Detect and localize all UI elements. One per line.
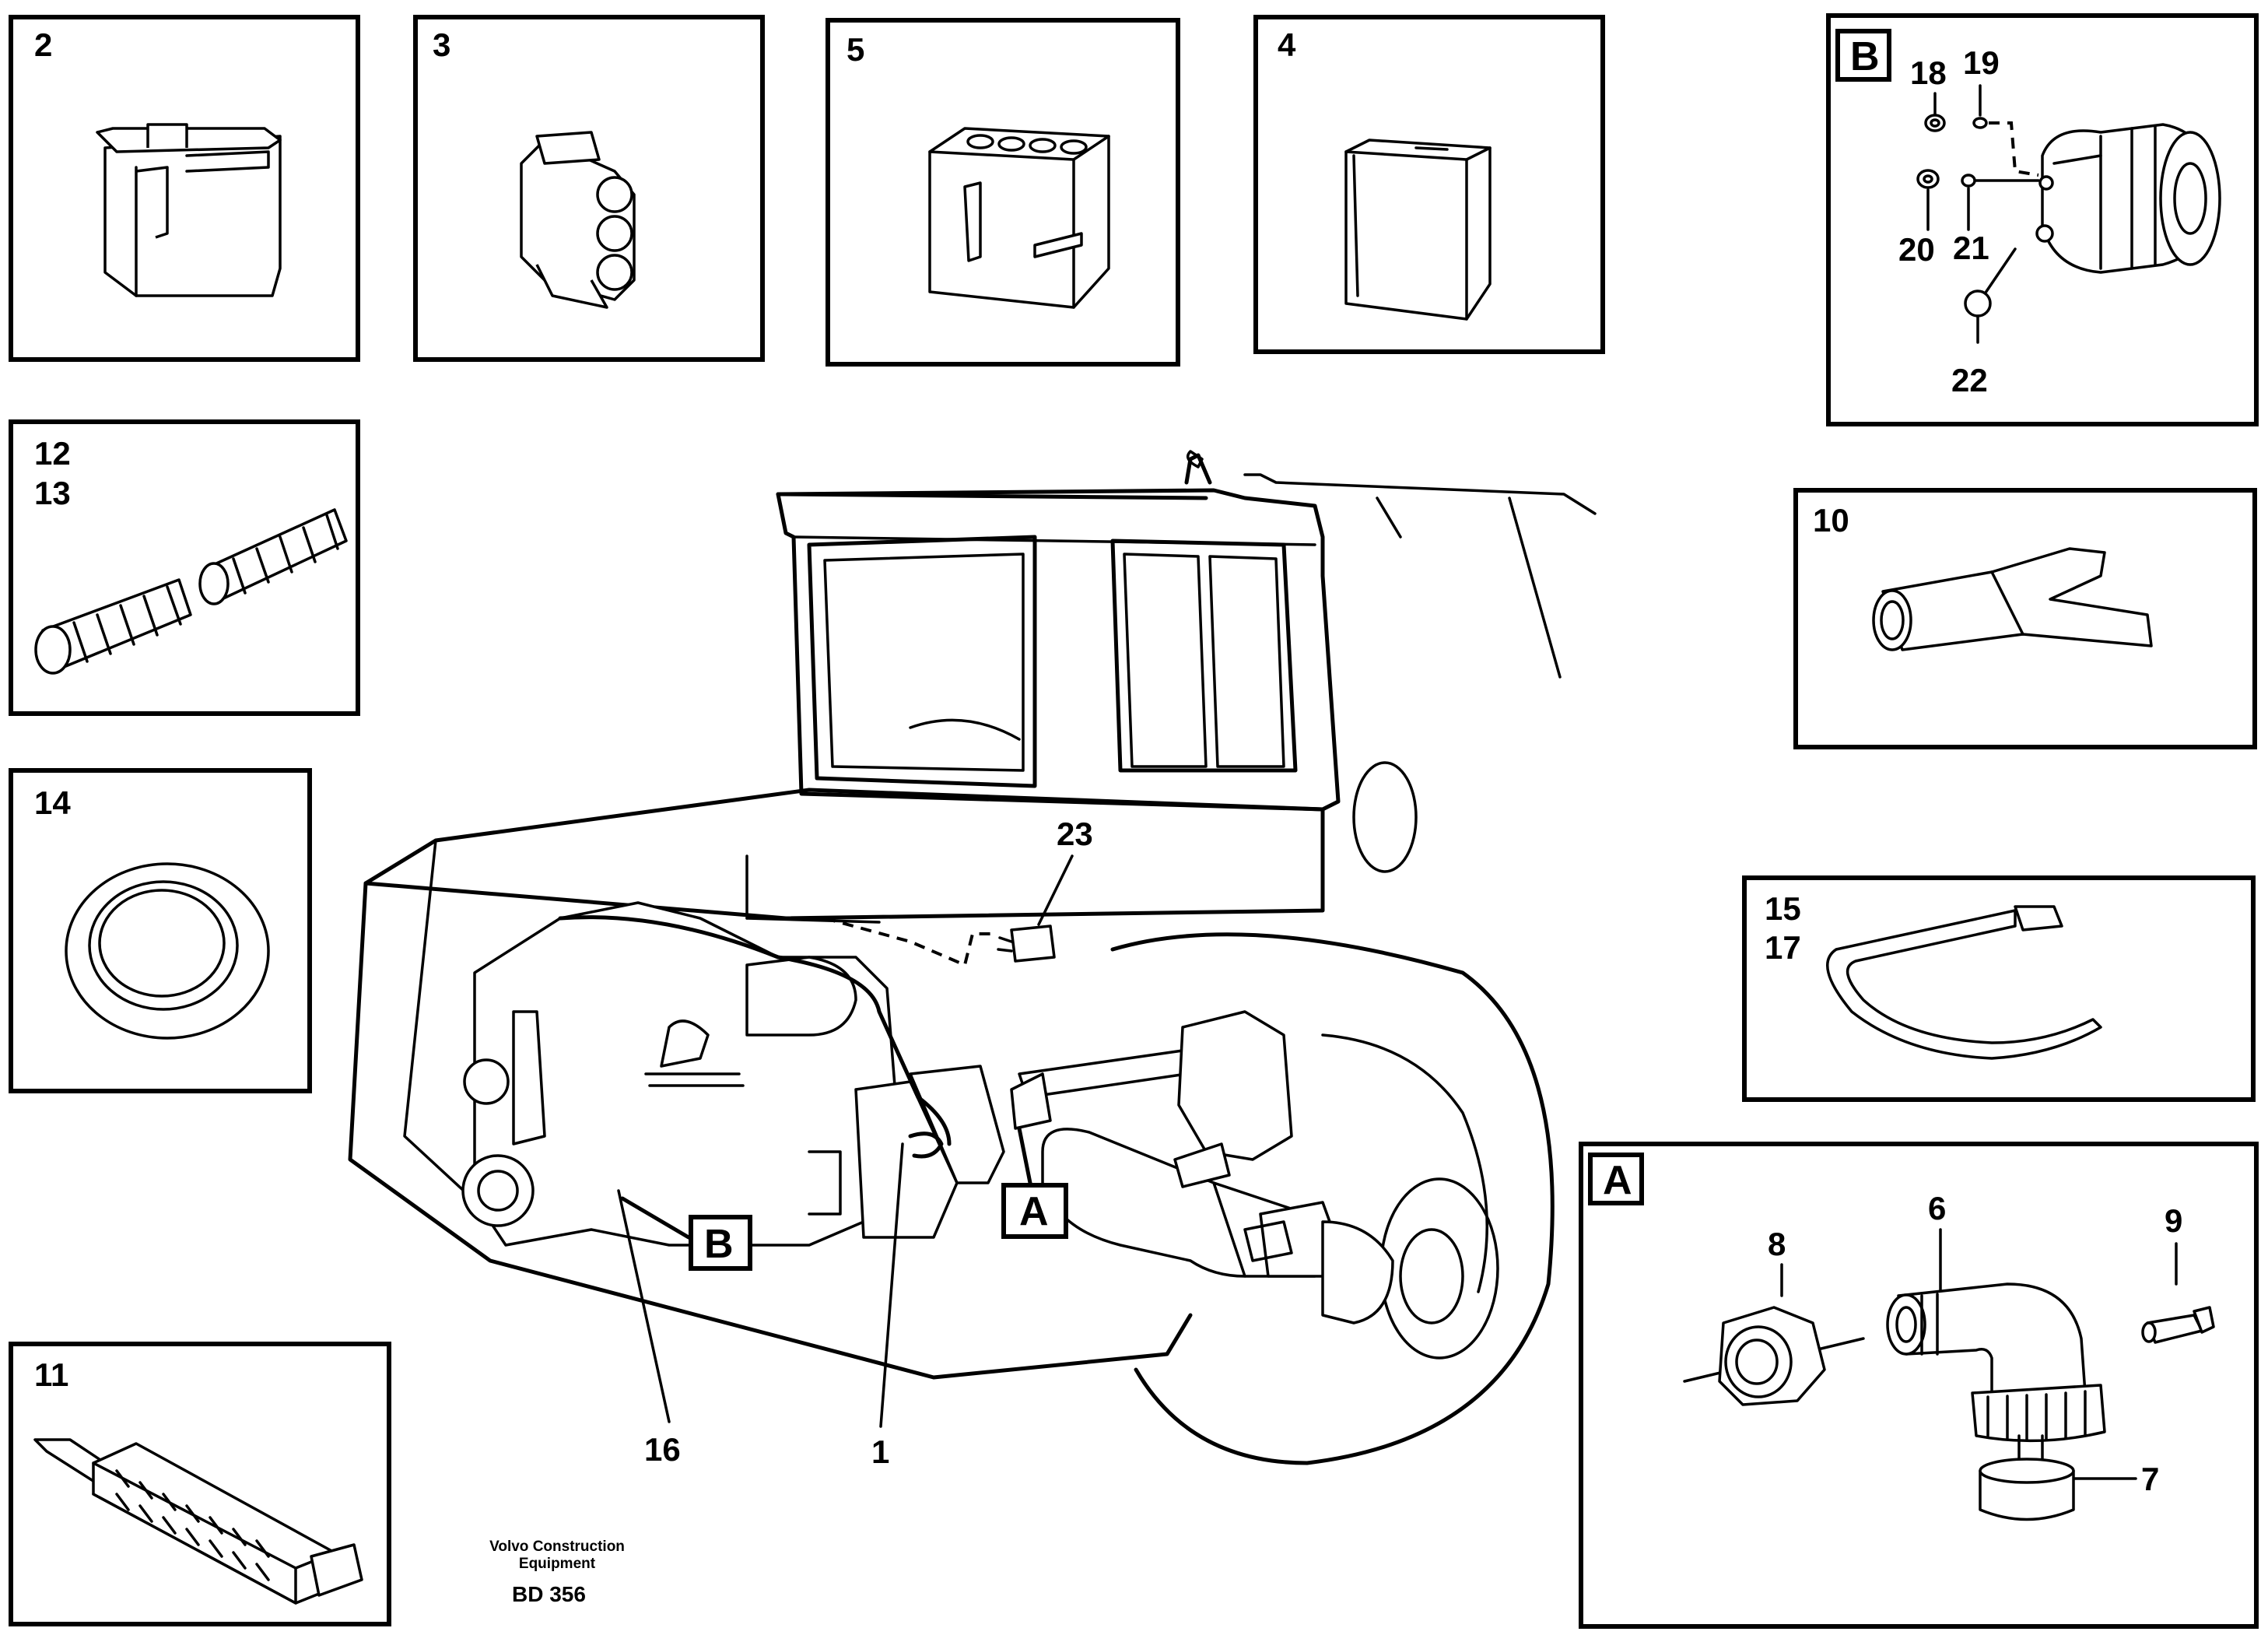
terminal-22-icon: [1964, 247, 2017, 344]
part-label-21: 21: [1953, 230, 1989, 266]
part-label-15: 15: [1765, 890, 1801, 927]
panel-2: 2: [9, 15, 360, 362]
part-label-20: 20: [1898, 231, 1935, 268]
part-label-12: 12: [34, 435, 71, 472]
articulated-hauler-drawing: 23 16 1 A B: [348, 450, 1597, 1470]
panel-A-tag: [1588, 1153, 1644, 1205]
part-label-6: 6: [1928, 1190, 1946, 1226]
panel-A-sensor: A 8 6 9 7: [1579, 1142, 2259, 1629]
panel-14: 14: [9, 768, 312, 1093]
part-label-19: 19: [1963, 44, 2000, 81]
part-label-9: 9: [2165, 1202, 2182, 1239]
alternator-icon: [2035, 123, 2221, 274]
nut-20-icon: [1916, 169, 1940, 189]
callout-B-letter: B: [704, 1222, 734, 1267]
part-label-17: 17: [1765, 929, 1801, 966]
part-label-8: 8: [1768, 1226, 1786, 1262]
panel-4: 4: [1253, 15, 1605, 354]
part-label-16: 16: [644, 1431, 681, 1468]
panel-B-tag: [1835, 29, 1891, 82]
part-label-22: 22: [1951, 362, 1988, 398]
callout-A-letter: A: [1019, 1189, 1049, 1234]
callout-B-tag: [689, 1215, 752, 1271]
panel-B-alternator: B 18 19 20 21 22: [1826, 13, 2259, 426]
panel-11: 11: [9, 1342, 391, 1626]
y-branch-connector-icon: [1872, 547, 2153, 651]
panel-3: 3: [413, 15, 765, 362]
panel-12-13: 12 13: [9, 419, 360, 716]
part-label-10: 10: [1813, 502, 1849, 539]
part-label-7: 7: [2141, 1461, 2159, 1497]
part-label-5: 5: [847, 31, 864, 68]
part-label-3: 3: [433, 26, 450, 63]
panel-5: 5: [826, 18, 1180, 367]
corrugated-tube-icon: [34, 508, 348, 675]
footer: Volvo Construction Equipment BD 356: [489, 1539, 625, 1606]
part-label-2: 2: [34, 26, 52, 63]
panel-10: 10: [1793, 488, 2257, 749]
part-label-14: 14: [34, 784, 71, 821]
relay-housing-icon: [96, 123, 282, 297]
part-label-4: 4: [1278, 26, 1296, 63]
part-label-1: 1: [871, 1433, 889, 1470]
part-label-18: 18: [1910, 54, 1947, 91]
elbow-fitting-icon: [1886, 1282, 2106, 1443]
relay-cover-icon: [1344, 139, 1492, 321]
nut-18-icon: [1924, 114, 1946, 132]
company-name-line2: Equipment: [519, 1556, 596, 1572]
cable-tie-icon: [1826, 905, 2102, 1060]
washer-21-icon: [1961, 174, 1976, 188]
temperature-sender-icon: [1979, 1434, 2075, 1521]
panel-B-letter: B: [1850, 34, 1880, 79]
reducer-nut-icon: [1718, 1306, 1826, 1406]
terminal-strip-icon: [33, 1438, 363, 1605]
part-label-23: 23: [1057, 816, 1093, 852]
grommet-ring-icon: [65, 862, 270, 1040]
panel-15-17: 15 17: [1742, 875, 2256, 1102]
connector-plug-icon: [520, 131, 636, 309]
washer-19-icon: [1972, 117, 1988, 129]
panel-A-letter: A: [1603, 1158, 1632, 1203]
cable-lug-icon: [2141, 1306, 2215, 1344]
drawing-code: BD 356: [512, 1582, 586, 1606]
callout-A-tag: [1001, 1183, 1068, 1239]
company-name-line1: Volvo Construction: [489, 1539, 625, 1555]
connector-block-icon: [928, 127, 1110, 309]
part-label-13: 13: [34, 475, 71, 511]
part-label-11: 11: [34, 1356, 68, 1393]
